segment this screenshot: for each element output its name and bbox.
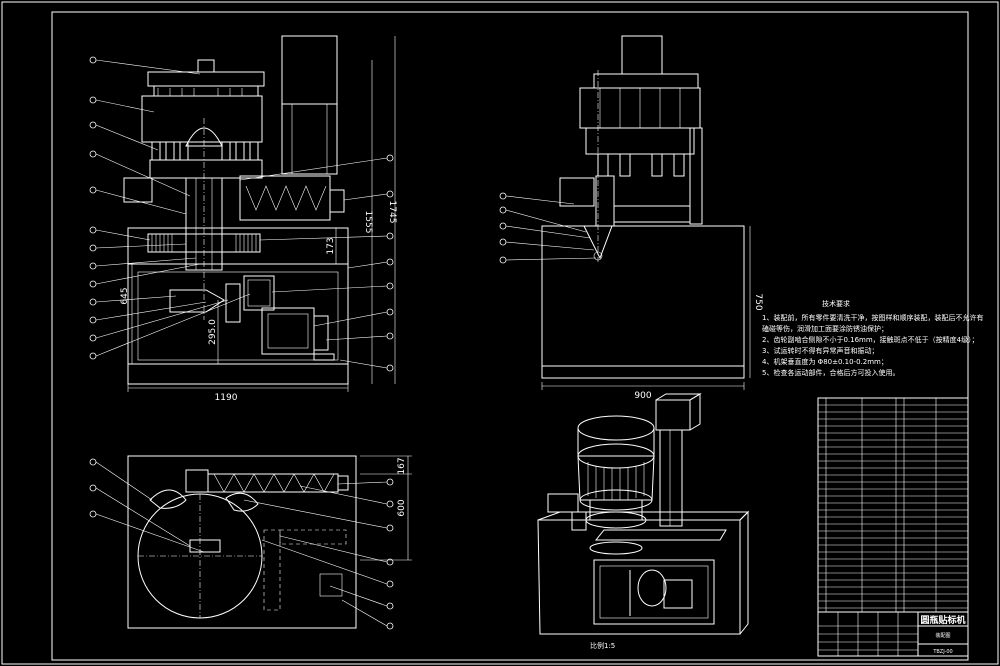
dim-side-height: 750: [753, 293, 763, 310]
plan-view: [127, 455, 412, 629]
dim-plan-depth-top: 167: [397, 457, 407, 474]
dim-side-width: 900: [634, 391, 651, 401]
tech-req-line: 1、装配前，所有零件要清洗干净，按图样和顺序装配，装配后不允许有: [762, 313, 983, 322]
title-block-code: TBZJ-00: [932, 649, 952, 655]
dim-plan-depth: 600: [397, 499, 407, 516]
tech-req-line: 2、齿轮副啮合侧隙不小于0.16mm，接触斑点不低于（按精度4级）；: [762, 335, 979, 344]
tech-req-line: 磕碰等伤，润滑加工面要涂防锈油保护；: [762, 324, 888, 333]
dim-front-upper: 173: [326, 237, 336, 254]
dim-front-height-inner: 1555: [363, 211, 373, 234]
dim-front-mid: 645: [120, 287, 130, 304]
isometric-view: [537, 393, 750, 635]
dim-front-width: 1190: [215, 393, 238, 403]
dim-front-height-total: 1745: [387, 201, 397, 224]
tech-req-line: 5、检查各运动部件，合格后方可投入使用。: [762, 368, 899, 377]
title-block: 圆瓶贴标机 装配图 TBZJ-00: [817, 611, 969, 657]
tech-requirements: 技术要求 1、装配前，所有零件要清洗干净，按图样和顺序装配，装配后不允许有 磕碰…: [762, 299, 983, 377]
side-view-balloons: [499, 192, 597, 264]
sheet-inner-border: [51, 11, 969, 661]
dim-front-shaft: 295.0: [208, 319, 218, 345]
plan-scale-label: 比例1:5: [590, 641, 615, 650]
title-block-name: 圆瓶贴标机: [920, 614, 965, 626]
plan-view-balloons: [89, 458, 394, 630]
side-view: [541, 35, 751, 390]
parts-list: [817, 397, 969, 613]
title-block-subtitle: 装配图: [935, 632, 950, 639]
tech-req-line: 3、试运转时不得有异常声音和振动；: [762, 346, 878, 355]
front-view-balloons: [89, 56, 394, 372]
tech-req-title: 技术要求: [822, 299, 850, 308]
front-view: [123, 35, 396, 392]
tech-req-line: 4、机架垂直度为 Φ80±0.10-0.2mm；: [762, 357, 888, 366]
